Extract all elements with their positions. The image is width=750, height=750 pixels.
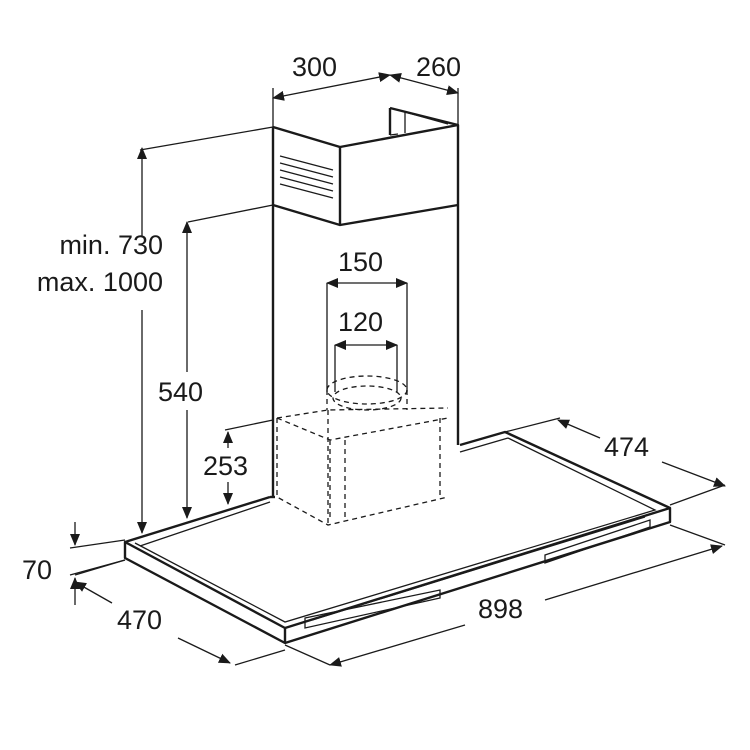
- label-height-max: max. 1000: [37, 267, 163, 297]
- label-outlet-outer: 150: [338, 247, 383, 277]
- label-chimney-width: 300: [292, 52, 337, 82]
- label-outlet-inner: 120: [338, 307, 383, 337]
- front-grille-right: [544, 519, 651, 564]
- label-canopy-width: 898: [478, 594, 523, 624]
- chimney: [271, 106, 460, 498]
- thickness-dimension: [69, 522, 126, 605]
- top-dimension-lines: [272, 72, 459, 127]
- motor-box-hidden: [276, 375, 449, 526]
- label-height-min: min. 730: [59, 230, 163, 260]
- label-canopy-depth: 470: [117, 605, 162, 635]
- label-canopy-thickness: 70: [22, 555, 52, 585]
- label-canopy-depth-top: 474: [604, 432, 649, 462]
- label-motor-height: 253: [203, 451, 248, 481]
- vent-slots: [279, 155, 334, 199]
- dimension-labels: 300 260 min. 730 max. 1000 540 253 150 1…: [22, 52, 649, 635]
- label-chimney-depth: 260: [416, 52, 461, 82]
- label-lower-height: 540: [158, 377, 203, 407]
- bottom-dimension-lines: [74, 417, 726, 667]
- outlet-guides: [326, 278, 408, 392]
- height-dimension-lines: [137, 126, 274, 534]
- front-grille-left: [304, 589, 441, 629]
